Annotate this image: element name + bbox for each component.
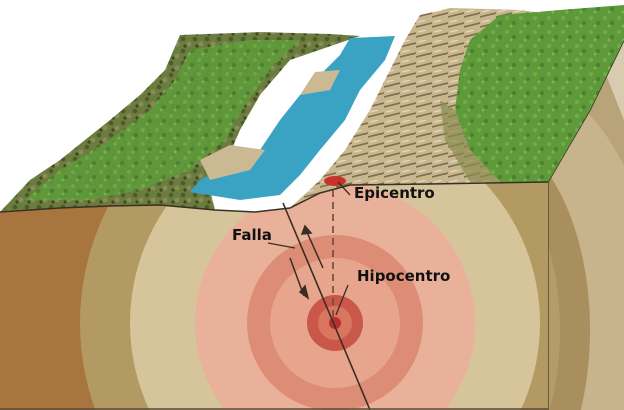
hypocenter-label: Hipocentro [357,267,450,285]
river [190,36,395,200]
block-top-surface [0,5,624,213]
fault-line [282,202,371,410]
epicenter-label: Epicentro [354,184,435,202]
fault-label: Falla [232,226,272,244]
leader-lines [267,181,351,316]
right-meadow [455,5,624,182]
epicenter-marker [324,176,346,186]
fault-motion-arrows [289,224,324,300]
